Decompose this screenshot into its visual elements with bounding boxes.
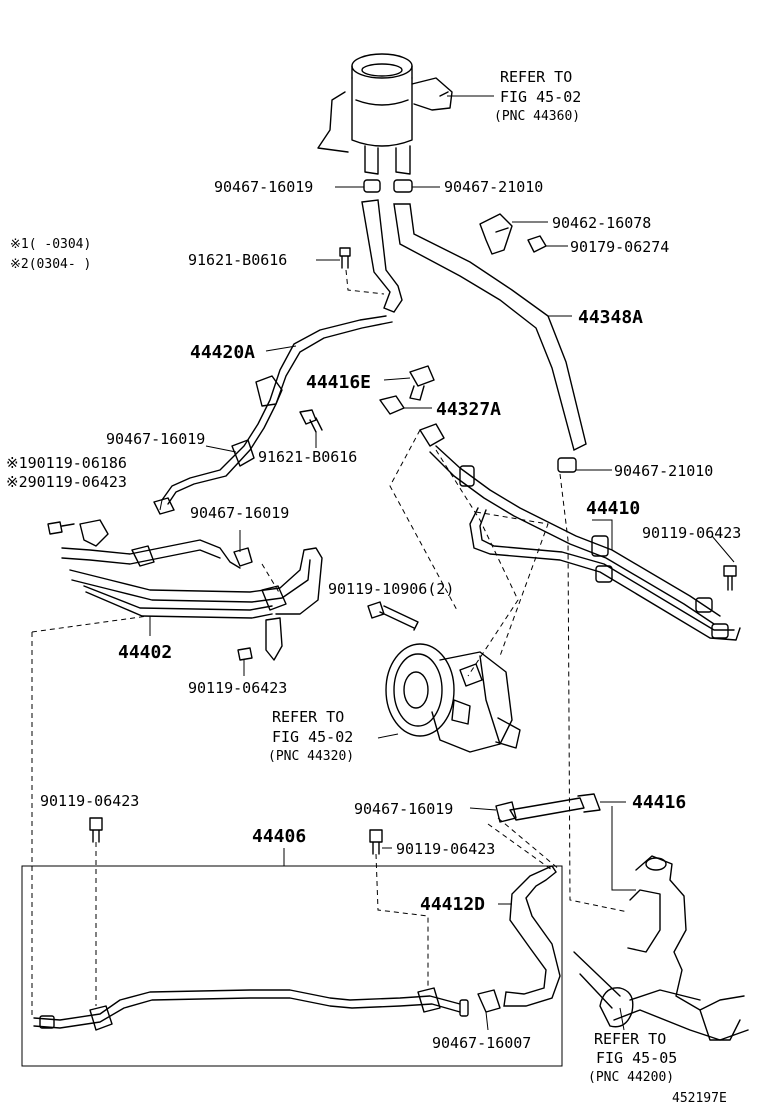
ref-reservoir-line1: REFER TO — [500, 68, 572, 86]
pipe-44416 — [509, 793, 601, 821]
clamp-90467-16007 — [477, 989, 501, 1013]
label-90462-16078: 90462-16078 — [552, 214, 651, 232]
return-hose-44420A — [361, 199, 403, 313]
label-90467-16007: 90467-16007 — [432, 1034, 531, 1052]
label-44420A: 44420A — [190, 342, 255, 363]
bolt-91621-b0616-a — [339, 247, 351, 269]
note-1: ※1( -0304) — [10, 237, 91, 252]
bolt-90119-10906 — [367, 601, 419, 631]
reference-pump: REFER TO FIG 45-02 (PNC 44320) — [268, 708, 354, 764]
hose-44412D — [503, 865, 561, 1007]
label-44412D: 44412D — [420, 894, 485, 915]
bolt-90119-06423-lower-mid — [369, 829, 383, 855]
label-44416E: 44416E — [306, 372, 371, 393]
ref-reservoir-line2: FIG 45-02 — [500, 88, 581, 106]
pressure-hose-44410 — [435, 445, 721, 617]
gasket-44327A — [379, 395, 405, 415]
label-90467-16019-c: 90467-16019 — [190, 504, 289, 522]
ref-pump-line2: FIG 45-02 — [272, 728, 353, 746]
ref-reservoir-line3: (PNC 44360) — [494, 109, 580, 124]
label-90467-21010-b: 90467-21010 — [614, 462, 713, 480]
label-90119-06423-b: 90119-06423 — [188, 679, 287, 697]
label-90119-06423-c: 90119-06423 — [40, 792, 139, 810]
bolt-91621-b0616-b — [299, 409, 323, 433]
reservoir-tank-drawing — [317, 53, 453, 175]
label-90119-06423-d: 90119-06423 — [396, 840, 495, 858]
tube-assembly-44402 — [61, 497, 323, 661]
label-44406: 44406 — [252, 826, 306, 847]
label-x2-90119-06423: ※290119-06423 — [6, 473, 127, 491]
dashed-assembly-lines — [31, 269, 629, 1016]
label-44402: 44402 — [118, 642, 172, 663]
label-44416: 44416 — [632, 792, 686, 813]
tube-44420A — [161, 315, 387, 501]
clamps-top — [363, 179, 413, 193]
label-90467-16019-a: 90467-16019 — [214, 178, 313, 196]
supply-hose-44348A — [393, 203, 587, 452]
ref-pump-line3: (PNC 44320) — [268, 749, 354, 764]
label-90119-10906: 90119-10906(2) — [328, 580, 454, 598]
clamp-90462-16078 — [479, 213, 513, 255]
leader-lines — [149, 95, 735, 1031]
label-90119-06423-a: 90119-06423 — [642, 524, 741, 542]
label-44348A: 44348A — [578, 307, 643, 328]
label-90467-16019-b: 90467-16019 — [106, 430, 205, 448]
label-91621-b0616-a: 91621-B0616 — [188, 251, 287, 269]
steering-gear-drawing — [573, 855, 749, 1041]
bolt-90119-06423-lower-left — [89, 817, 103, 843]
union-bolt-44416E — [409, 365, 435, 401]
label-90467-16019-d: 90467-16019 — [354, 800, 453, 818]
reference-gear: REFER TO FIG 45-05 (PNC 44200) — [588, 1030, 677, 1085]
label-44327A: 44327A — [436, 399, 501, 420]
ref-gear-line1: REFER TO — [594, 1030, 666, 1048]
bolt-90179-06274 — [527, 235, 547, 253]
tube-assembly-44406 — [21, 865, 563, 1067]
pump-drawing — [385, 643, 521, 753]
note-2: ※2(0304- ) — [10, 257, 91, 272]
figure-code: 452197E — [672, 1091, 727, 1106]
label-44410: 44410 — [586, 498, 640, 519]
label-90467-21010-a: 90467-21010 — [444, 178, 543, 196]
label-x1-90119-06186: ※190119-06186 — [6, 454, 127, 472]
ref-pump-line1: REFER TO — [272, 708, 344, 726]
reference-reservoir: REFER TO FIG 45-02 (PNC 44360) — [494, 68, 581, 124]
ref-gear-line2: FIG 45-05 — [596, 1049, 677, 1067]
label-90179-06274: 90179-06274 — [570, 238, 669, 256]
ref-gear-line3: (PNC 44200) — [588, 1070, 674, 1085]
label-91621-b0616-b: 91621-B0616 — [258, 448, 357, 466]
